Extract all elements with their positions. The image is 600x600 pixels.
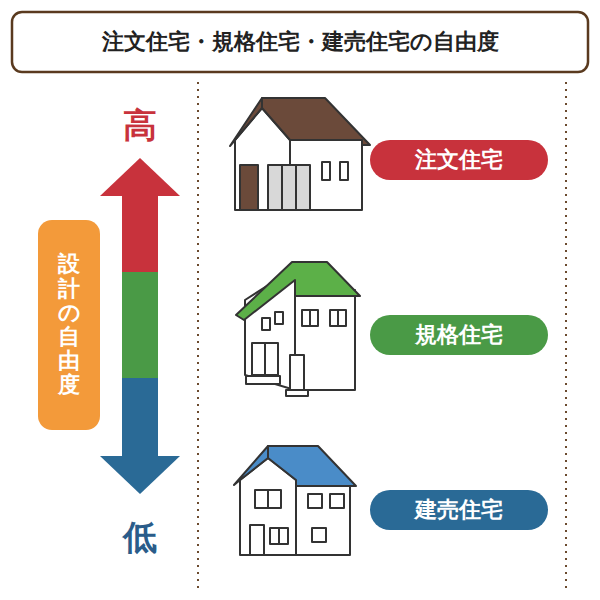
separator — [565, 82, 567, 592]
pill-text: 建売住宅 — [415, 495, 503, 525]
house-custom — [230, 98, 370, 210]
axis-box: 設計の自由度 — [38, 220, 100, 430]
separator — [197, 82, 199, 592]
house-readybuilt — [234, 446, 356, 555]
type-pill: 注文住宅 — [370, 140, 548, 180]
house-standard — [236, 262, 360, 396]
type-pill: 建売住宅 — [370, 490, 548, 530]
type-pill: 規格住宅 — [370, 315, 548, 355]
double-arrow — [100, 158, 180, 494]
low-label: 低 — [123, 515, 157, 561]
high-label: 高 — [123, 103, 157, 149]
pill-text: 注文住宅 — [415, 145, 503, 175]
title-frame — [12, 12, 588, 72]
axis-text: 設計の自由度 — [58, 252, 80, 397]
title-text: 注文住宅・規格住宅・建売住宅の自由度 — [102, 27, 499, 57]
pill-text: 規格住宅 — [415, 320, 503, 350]
